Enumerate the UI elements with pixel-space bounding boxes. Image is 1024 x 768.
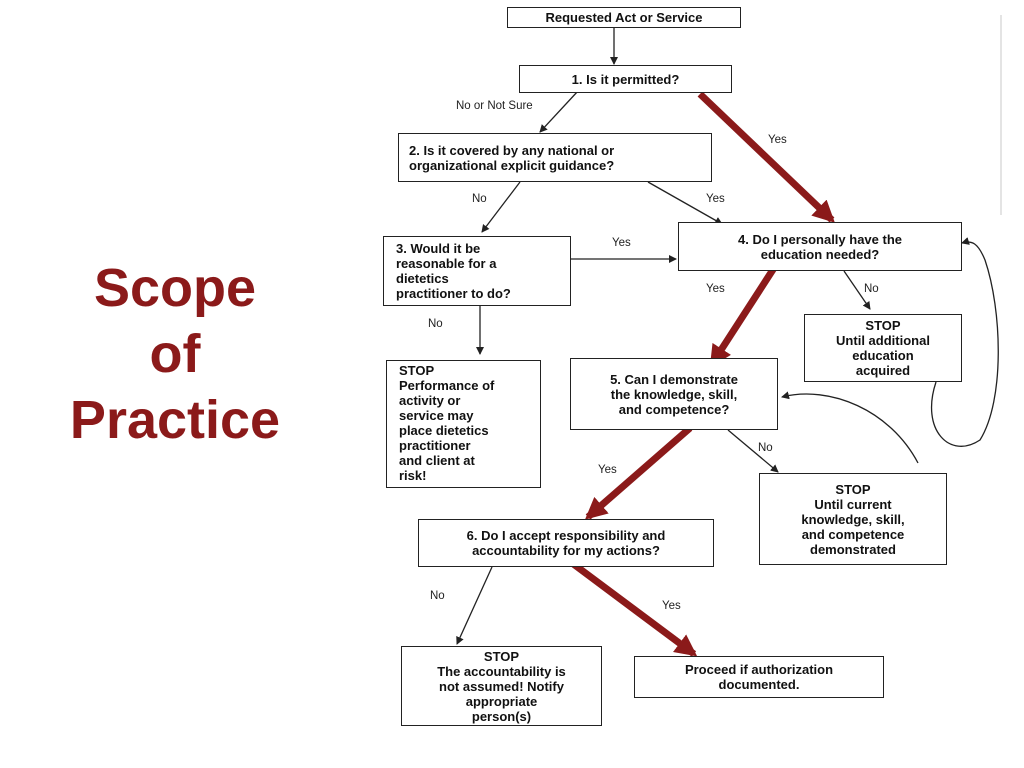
- node-proceed: Proceed if authorization documented.: [634, 656, 884, 698]
- label-q6-yes: Yes: [662, 600, 681, 612]
- node-q3-reasonable: 3. Would it be reasonable for a dietetic…: [383, 236, 571, 306]
- label-q3-yes: Yes: [612, 237, 631, 249]
- label-q1-no: No or Not Sure: [456, 100, 533, 112]
- loop-stop4-q4: [930, 237, 999, 447]
- connector-q2-q4: [647, 181, 723, 225]
- connector-q6-stop: [456, 566, 493, 645]
- node-stop-competence: STOP Until current knowledge, skill, and…: [759, 473, 947, 565]
- title-line-1: Scope: [93, 258, 257, 318]
- label-q5-yes: Yes: [598, 464, 617, 476]
- node-stop-education: STOP Until additional education acquired: [804, 314, 962, 382]
- node-q2-guidance: 2. Is it covered by any national or orga…: [398, 133, 712, 182]
- label-q2-yes: Yes: [706, 193, 725, 205]
- label-q2-no: No: [472, 193, 487, 205]
- slide-title: Scope of Practice: [40, 255, 310, 453]
- label-q4-no: No: [864, 283, 879, 295]
- connector-q2-q3: [481, 181, 521, 233]
- connector-q5-stop: [727, 429, 779, 473]
- label-q3-no: No: [428, 318, 443, 330]
- node-stop-risk: STOP Performance of activity or service …: [386, 360, 541, 488]
- node-q1-permitted: 1. Is it permitted?: [519, 65, 732, 93]
- highlight-arrow-q4-q5: [709, 266, 777, 368]
- label-q6-no: No: [430, 590, 445, 602]
- title-line-2: of: [149, 324, 201, 384]
- label-q5-no: No: [758, 442, 773, 454]
- scan-edge-artifact: [1000, 15, 1002, 215]
- node-stop-accountability: STOP The accountability is not assumed! …: [401, 646, 602, 726]
- connector-q4-stop: [843, 270, 871, 310]
- label-q1-yes: Yes: [768, 134, 787, 146]
- node-q4-education: 4. Do I personally have the education ne…: [678, 222, 962, 271]
- label-q4-yes: Yes: [706, 283, 725, 295]
- node-q5-demonstrate: 5. Can I demonstrate the knowledge, skil…: [570, 358, 778, 430]
- highlight-arrow-q6-proceed: [569, 560, 698, 657]
- connector-q1-q2: [539, 90, 579, 133]
- node-requested-act: Requested Act or Service: [507, 7, 741, 28]
- highlight-arrow-q1-q4: [697, 91, 835, 223]
- node-q6-responsibility: 6. Do I accept responsibility and accoun…: [418, 519, 714, 567]
- loop-stop5-q5: [781, 391, 919, 464]
- highlight-arrow-q5-q6: [584, 425, 693, 520]
- title-line-3: Practice: [69, 390, 281, 450]
